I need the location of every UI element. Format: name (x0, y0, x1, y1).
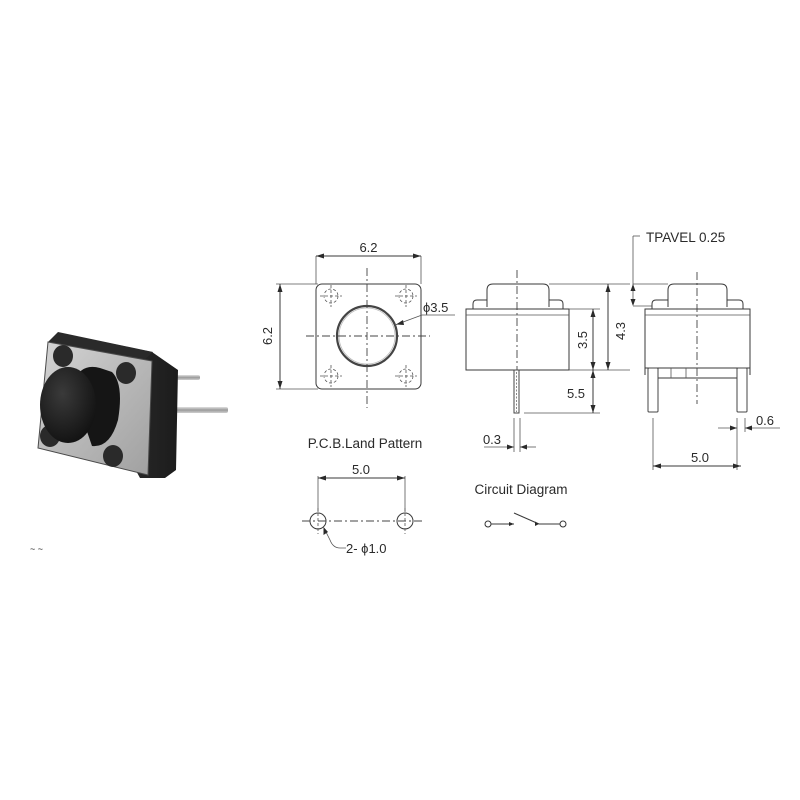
corner-nub (53, 345, 73, 367)
travel-dimension: TPAVEL 0.25 (646, 230, 725, 245)
switch-photo: ~ ~ (30, 332, 228, 554)
top-view-body-outline (315, 283, 422, 390)
total-height-dimension: 4.3 (613, 322, 628, 340)
front-view-pin-left (647, 367, 659, 413)
top-view-drawing: 6.2 6.2 ϕ3.5 (260, 240, 455, 408)
pad-hole-dimension: 2- ϕ1.0 (346, 541, 387, 556)
pad-spacing-dimension: 5.0 (352, 462, 370, 477)
top-width-dimension: 6.2 (359, 240, 377, 255)
front-view-drawing: TPAVEL 0.25 0.6 (630, 230, 780, 470)
switch-pin-lower (172, 407, 228, 413)
top-height-dimension: 6.2 (260, 327, 275, 345)
body-height-dimension: 3.5 (575, 331, 590, 349)
pin-spacing-dimension: 5.0 (691, 450, 709, 465)
side-view-drawing: 0.3 3.5 4.3 5.5 (465, 270, 630, 452)
corner-nub (103, 445, 123, 467)
switch-button (40, 367, 96, 443)
corner-nub (116, 362, 136, 384)
pin-width-dimension: 0.6 (756, 413, 774, 428)
svg-text:~ ~: ~ ~ (30, 544, 43, 554)
circuit-diagram-title: Circuit Diagram (474, 482, 567, 497)
button-diameter-dimension: ϕ3.5 (423, 300, 448, 315)
switch-symbol (484, 512, 567, 528)
front-view-pin-right (736, 367, 748, 413)
pin-length-dimension: 5.5 (567, 386, 585, 401)
front-view-body-outline (644, 308, 751, 369)
side-view-body-outline (465, 308, 570, 371)
pcb-land-pattern-drawing: P.C.B.Land Pattern 5.0 2- ϕ1.0 (302, 436, 423, 556)
pcb-land-pattern-title: P.C.B.Land Pattern (308, 436, 423, 451)
pin-thickness-dimension: 0.3 (483, 432, 501, 447)
circuit-diagram: Circuit Diagram (474, 482, 568, 528)
